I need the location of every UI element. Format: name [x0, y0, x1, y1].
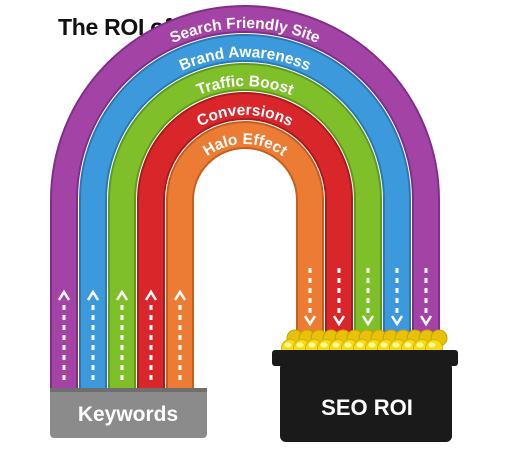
band-brand-awareness: [81, 36, 409, 390]
coin-highlight: [368, 342, 376, 348]
keywords-box: Keywords: [50, 388, 207, 438]
band-search-friendly-site: [52, 7, 438, 390]
coin-highlight: [356, 342, 364, 348]
coin-highlight: [320, 342, 328, 348]
coin-highlight: [344, 342, 352, 348]
band-search-friendly-site-up-arrow: [57, 289, 71, 380]
band-brand-awareness-up-arrow: [86, 289, 100, 380]
seo-roi-pot: SEO ROI: [272, 350, 458, 442]
coin-highlight: [332, 342, 340, 348]
band-brand-awareness-down-arrow: [390, 268, 404, 327]
band-conversions-up-arrow: [144, 289, 158, 380]
band-traffic-boost-down-arrow: [361, 268, 375, 327]
band-search-friendly-site-down-arrow: [419, 268, 433, 327]
band-conversions: [139, 94, 351, 390]
seo-roi-label: SEO ROI: [321, 395, 413, 420]
coin-highlight: [416, 342, 424, 348]
coin-highlight: [404, 342, 412, 348]
coin-highlight: [392, 342, 400, 348]
coin-highlight: [428, 342, 436, 348]
band-traffic-boost-up-arrow: [115, 289, 129, 380]
coin-highlight: [308, 342, 316, 348]
band-halo-effect: [168, 123, 322, 390]
coin-highlight: [380, 342, 388, 348]
band-traffic-boost: [110, 65, 380, 390]
band-halo-effect-down-arrow: [303, 268, 317, 327]
keywords-label: Keywords: [78, 403, 178, 426]
coin-highlight: [296, 342, 304, 348]
band-halo-effect-up-arrow: [173, 289, 187, 380]
coin-highlight: [284, 342, 292, 348]
band-conversions-down-arrow: [332, 268, 346, 327]
